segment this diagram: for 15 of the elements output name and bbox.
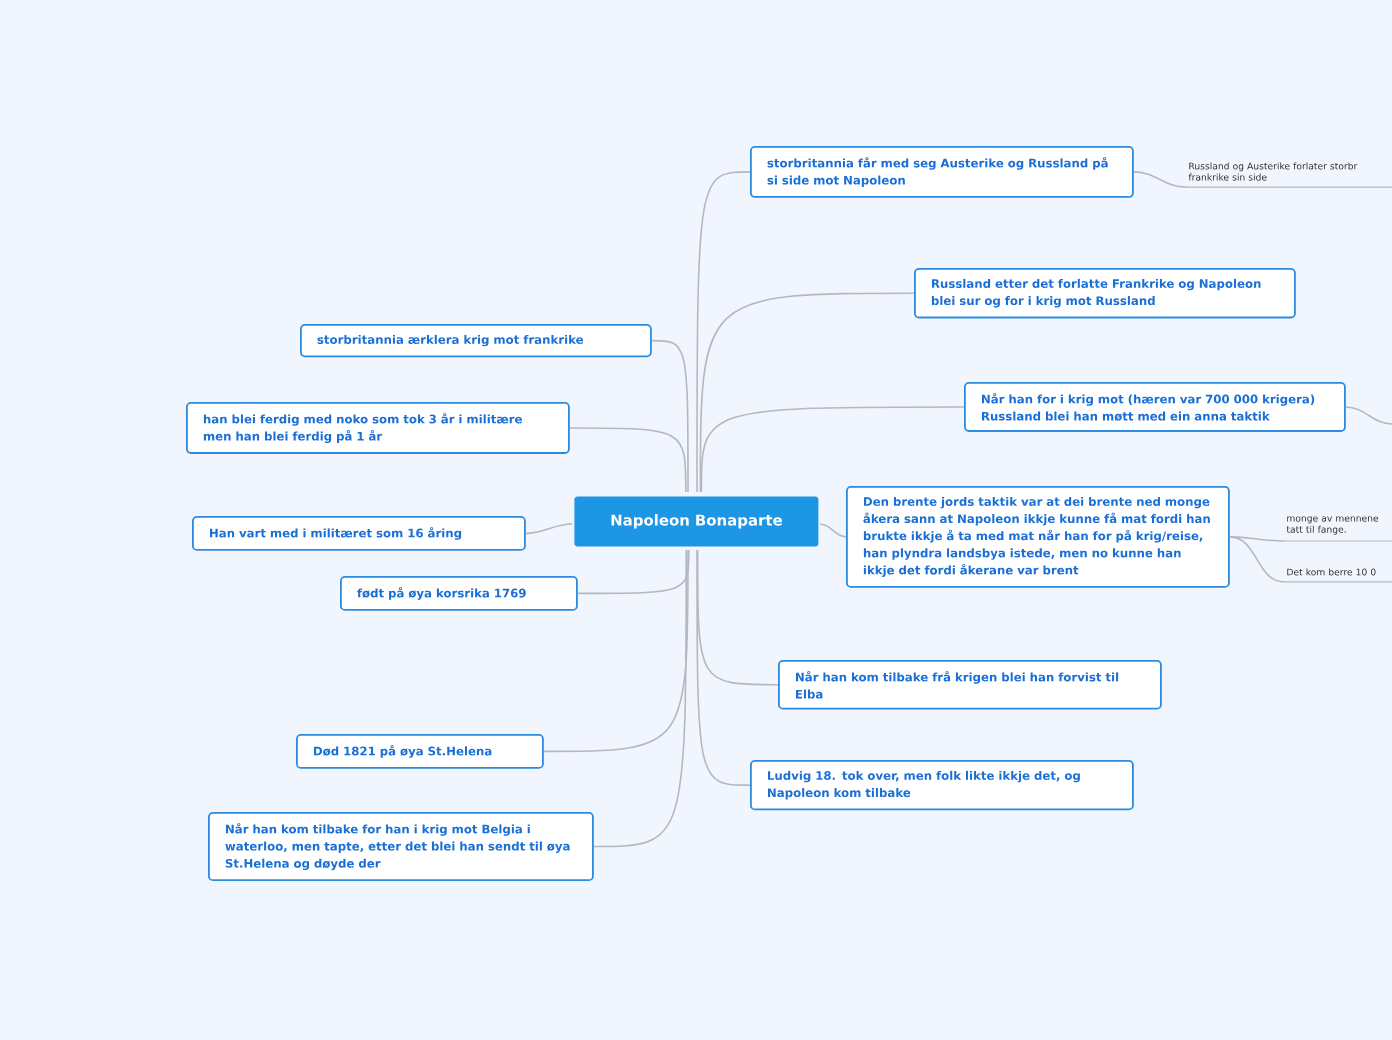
branch-line <box>569 427 687 493</box>
branch-line <box>525 523 573 535</box>
branch-line <box>1345 406 1392 425</box>
branch-line <box>577 549 690 595</box>
branch-line <box>696 171 751 493</box>
branch-line <box>696 549 751 786</box>
branch-line <box>1229 536 1285 542</box>
branch-line <box>1133 171 1187 188</box>
branch-line <box>1229 536 1285 583</box>
branch-line <box>651 339 689 493</box>
branch-line <box>700 406 965 493</box>
branch-line <box>699 292 915 493</box>
branch-line <box>819 523 847 538</box>
branch-line <box>543 549 689 753</box>
branch-line <box>593 549 687 848</box>
